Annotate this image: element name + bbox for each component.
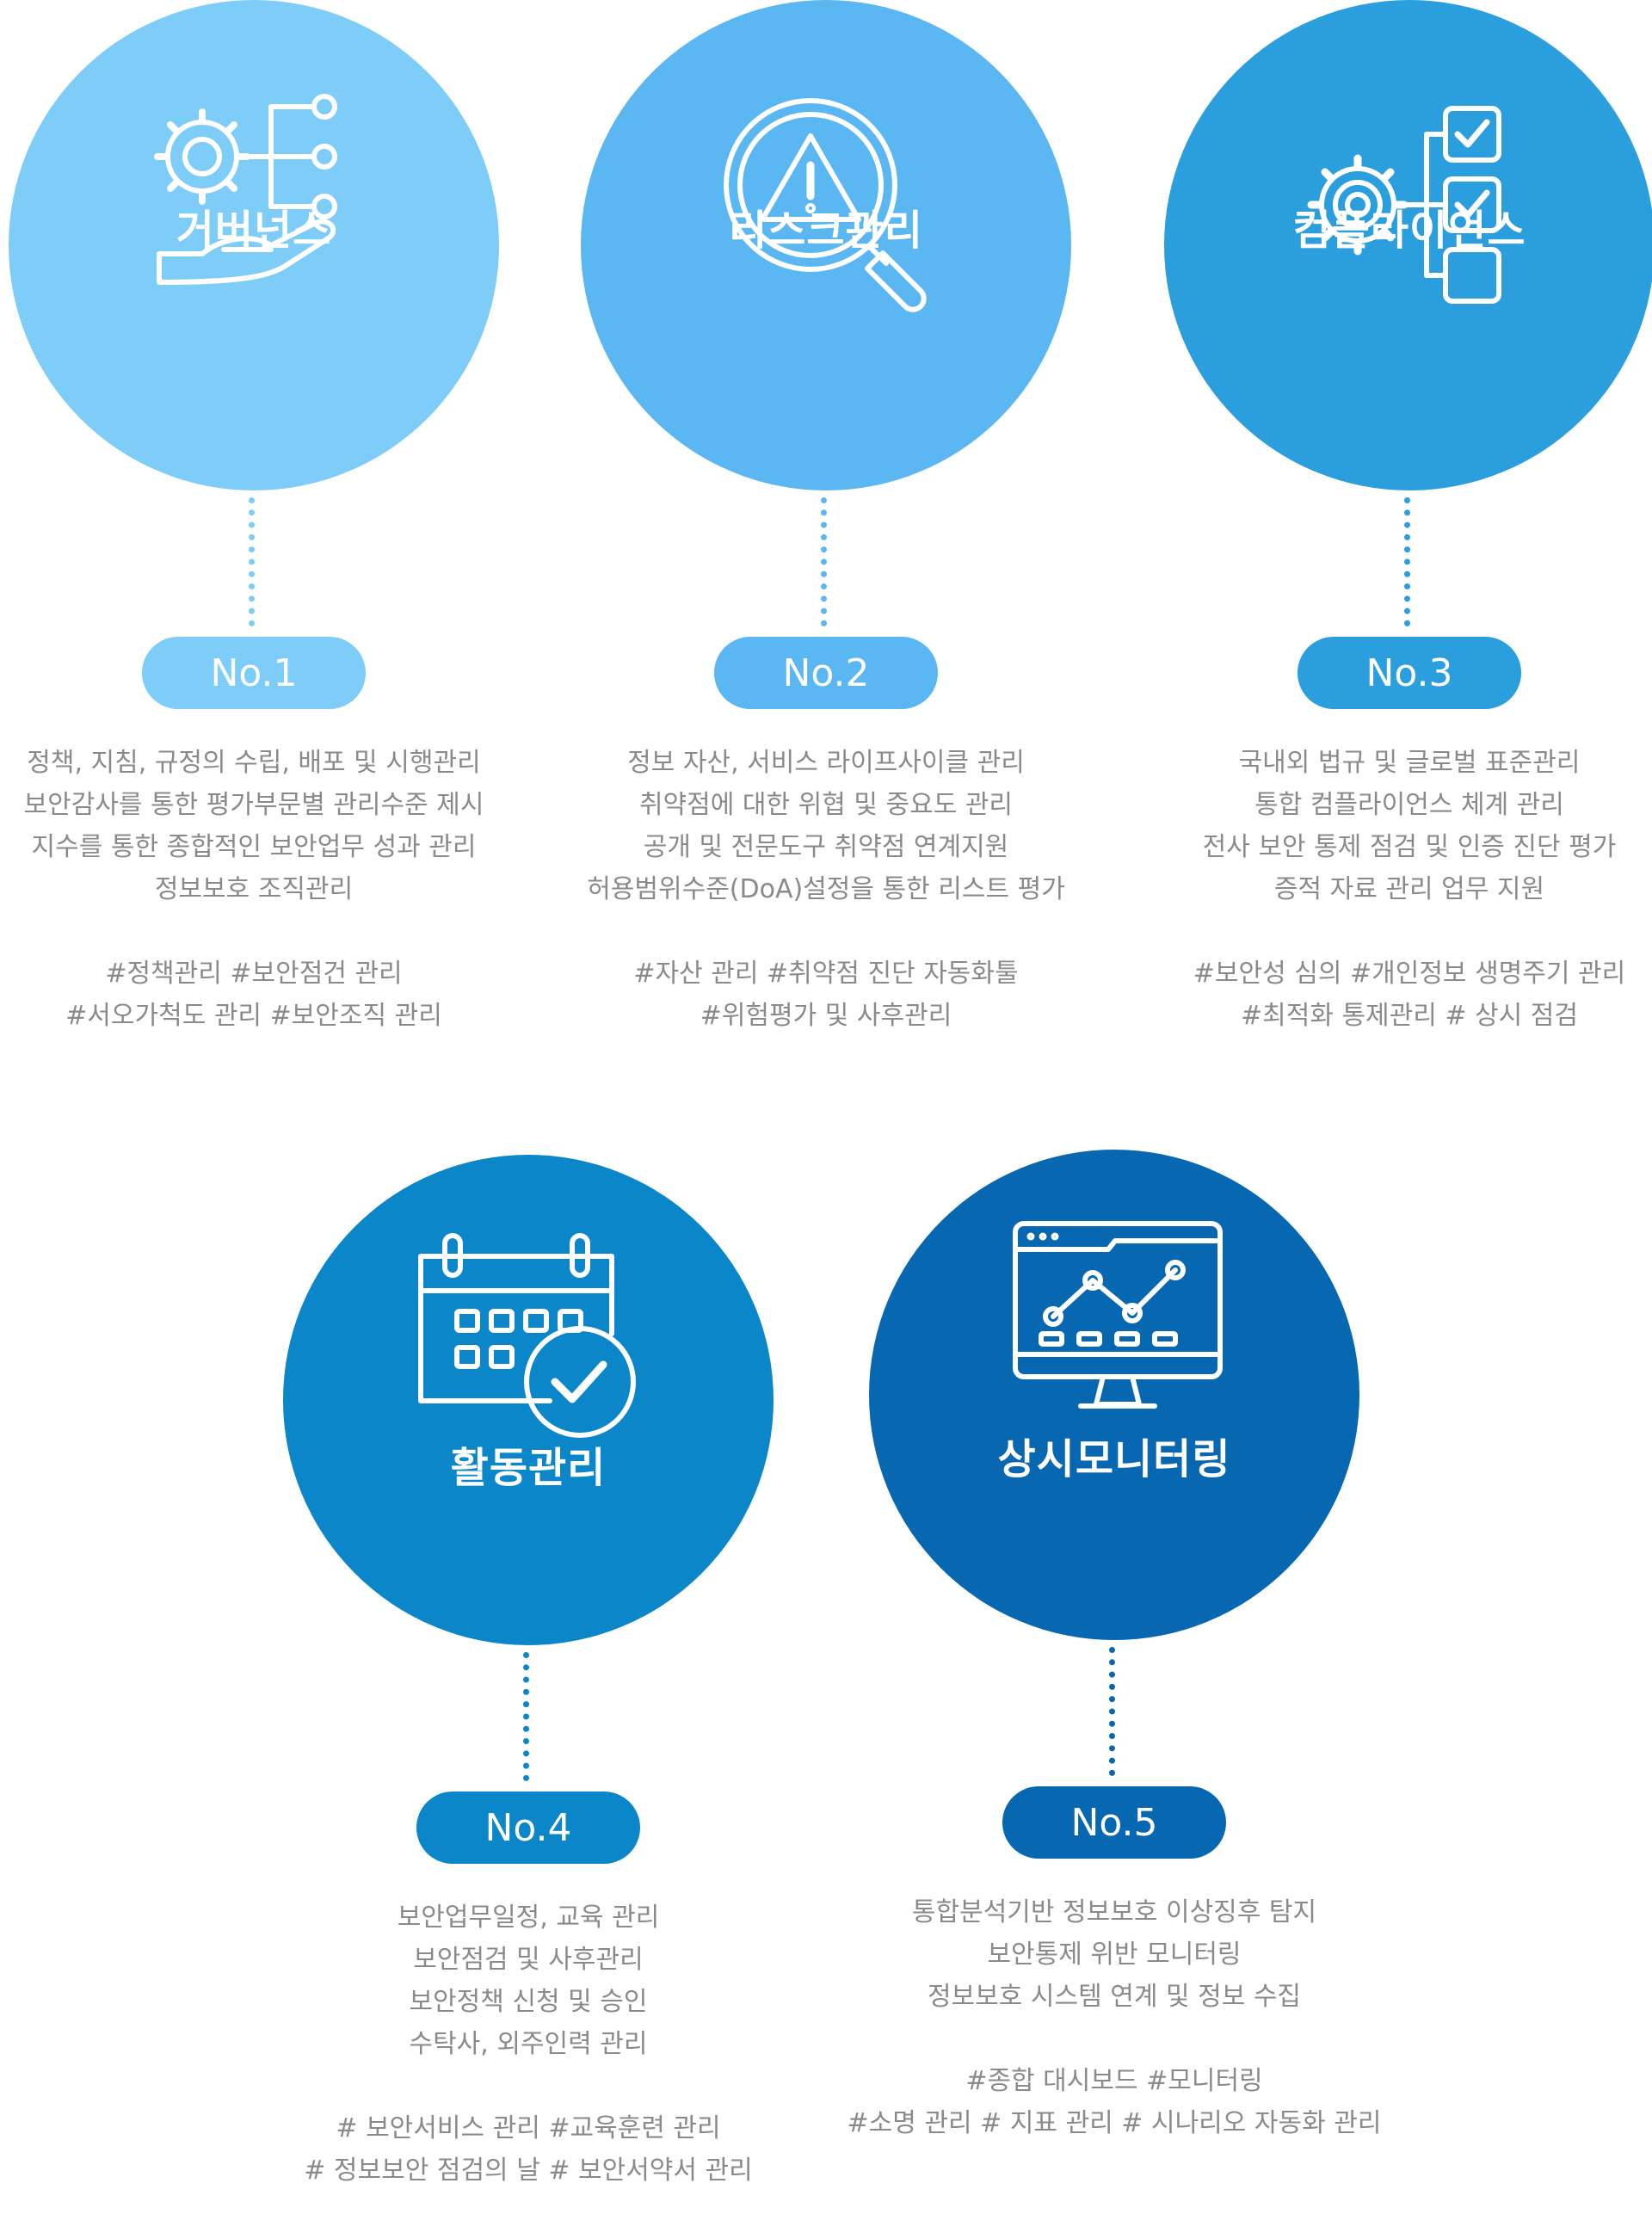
hashtag-line: #보안성 심의 #개인정보 생명주기 관리 xyxy=(1193,959,1626,989)
desc-line: 통합분석기반 정보보호 이상징후 탐지 xyxy=(911,1897,1317,1927)
hashtag-line: #위험평가 및 사후관리 xyxy=(700,1001,952,1031)
dotted-connector xyxy=(523,1652,529,1781)
hashtag-line: #소명 관리 # 지표 관리 # 시나리오 자동화 관리 xyxy=(847,2108,1382,2138)
gear-checklist-icon xyxy=(1298,93,1521,317)
desc-line: 취약점에 대한 위협 및 중요도 관리 xyxy=(638,790,1014,820)
number-badge: No.5 xyxy=(1002,1786,1226,1859)
dotted-connector xyxy=(1109,1647,1115,1776)
service-title: 상시모니터링 xyxy=(997,1435,1231,1483)
desc-line: 보안감사를 통한 평가부문별 관리수준 제시 xyxy=(23,790,484,820)
service-title: 활동관리 xyxy=(450,1444,607,1492)
desc-line: 증적 자료 관리 업무 지원 xyxy=(1273,874,1545,904)
hashtag-line: #정책관리 #보안점건 관리 xyxy=(105,959,403,989)
number-badge: No.1 xyxy=(142,637,366,709)
dotted-connector xyxy=(821,497,827,626)
desc-line: 국내외 법규 및 글로벌 표준관리 xyxy=(1238,748,1581,778)
service-circle: 리스크관리 xyxy=(581,0,1071,490)
number-badge: No.2 xyxy=(714,637,938,709)
desc-line: 통합 컴플라이언스 체계 관리 xyxy=(1254,790,1564,820)
service-title: 컴플라이언스 xyxy=(1292,207,1526,255)
service-description: 정보 자산, 서비스 라이프사이클 관리 취약점에 대한 위협 및 중요도 관리… xyxy=(525,742,1127,1037)
monitor-chart-icon xyxy=(1007,1206,1230,1430)
service-description: 통합분석기반 정보보호 이상징후 탐지 보안통제 위반 모니터링 정보보호 시스… xyxy=(813,1891,1415,2144)
calendar-check-icon xyxy=(412,1222,636,1446)
desc-line: 지수를 통한 종합적인 보안업무 성과 관리 xyxy=(31,832,477,862)
desc-line: 보안통제 위반 모니터링 xyxy=(987,1940,1242,1970)
number-badge: No.3 xyxy=(1298,637,1521,709)
gear-hand-icon xyxy=(142,86,366,310)
desc-line: 수탁사, 외주인력 관리 xyxy=(409,2029,648,2059)
hashtag-line: #자산 관리 #취약점 진단 자동화툴 xyxy=(633,959,1019,989)
service-description: 국내외 법규 및 글로벌 표준관리 통합 컴플라이언스 체계 관리 전사 보안 … xyxy=(1108,742,1652,1037)
hashtag-line: # 정보보안 점검의 날 # 보안서약서 관리 xyxy=(304,2155,753,2186)
hashtag-line: #종합 대시보드 #모니터링 xyxy=(965,2066,1263,2096)
desc-line: 허용범위수준(DoA)설정을 통한 리스트 평가 xyxy=(587,874,1065,904)
magnifier-warning-icon xyxy=(714,95,938,318)
service-description: 보안업무일정, 교육 관리 보안점검 및 사후관리 보안정책 신청 및 승인 수… xyxy=(227,1896,829,2192)
service-circle: 활동관리 xyxy=(283,1155,774,1645)
hashtag-line: #서오가척도 관리 #보안조직 관리 xyxy=(65,1001,442,1031)
number-badge: No.4 xyxy=(416,1792,640,1864)
dotted-connector xyxy=(249,497,255,626)
service-title: 리스크관리 xyxy=(729,207,923,255)
desc-line: 보안업무일정, 교육 관리 xyxy=(397,1903,660,1933)
desc-line: 보안점검 및 사후관리 xyxy=(413,1945,644,1975)
desc-line: 보안정책 신청 및 승인 xyxy=(409,1987,648,2017)
hashtag-line: # 보안서비스 관리 #교육훈련 관리 xyxy=(336,2113,721,2143)
service-circle: 상시모니터링 xyxy=(869,1150,1359,1640)
desc-line: 정보보호 조직관리 xyxy=(154,874,354,904)
hashtag-line: #최적화 통제관리 # 상시 점검 xyxy=(1240,1001,1579,1031)
service-circle: 거버넌스 xyxy=(9,0,499,490)
service-circle: 컴플라이언스 xyxy=(1164,0,1652,490)
service-description: 정책, 지침, 규정의 수립, 배포 및 시행관리 보안감사를 통한 평가부문별… xyxy=(0,742,555,1037)
desc-line: 공개 및 전문도구 취약점 연계지원 xyxy=(643,832,1009,862)
service-title: 거버넌스 xyxy=(176,207,332,255)
desc-line: 전사 보안 통제 점검 및 인증 진단 평가 xyxy=(1202,832,1617,862)
desc-line: 정보 자산, 서비스 라이프사이클 관리 xyxy=(627,748,1025,778)
dotted-connector xyxy=(1404,497,1410,626)
desc-line: 정책, 지침, 규정의 수립, 배포 및 시행관리 xyxy=(27,748,481,778)
desc-line: 정보보호 시스템 연계 및 정보 수집 xyxy=(927,1982,1302,2012)
